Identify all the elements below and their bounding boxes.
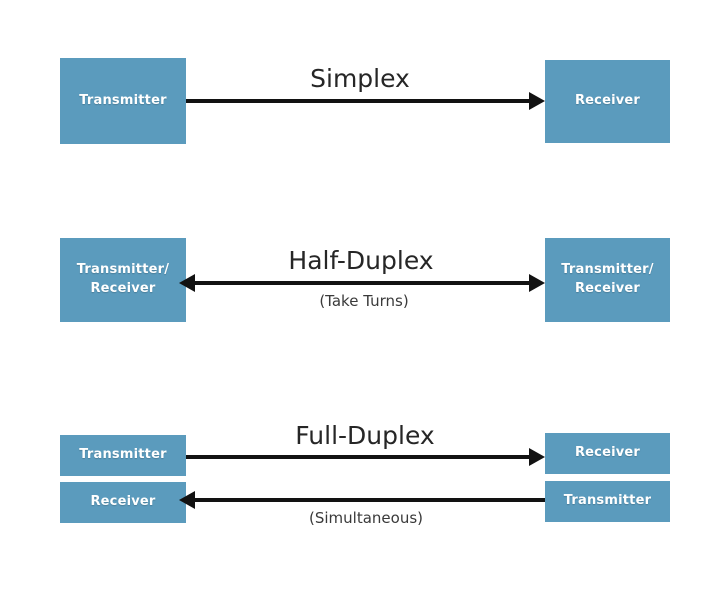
full-duplex-left-receiver-label: Receiver — [90, 494, 156, 510]
half-duplex-title: Half-Duplex — [288, 246, 434, 275]
full-duplex-right-transmitter-box: Transmitter — [545, 481, 670, 522]
simplex-receiver-box: Receiver — [545, 60, 670, 143]
simplex-transmitter-label: Transmitter — [79, 92, 167, 108]
full-duplex-title: Full-Duplex — [295, 421, 435, 450]
simplex-title: Simplex — [310, 64, 410, 93]
full-duplex-forward-arrowhead — [529, 448, 545, 466]
full-duplex-left-transmitter-label: Transmitter — [79, 447, 167, 463]
half-duplex-right-box: Transmitter/ Receiver — [545, 238, 670, 322]
half-duplex-left-box: Transmitter/ Receiver — [60, 238, 186, 322]
full-duplex-subtitle: (Simultaneous) — [309, 509, 423, 527]
half-duplex-right-label-line1: Transmitter/ — [561, 262, 654, 278]
simplex-arrowhead-right — [529, 92, 545, 110]
simplex-receiver-label: Receiver — [574, 93, 641, 109]
half-duplex-subtitle: (Take Turns) — [319, 292, 409, 310]
half-duplex-left-label-line1: Transmitter/ — [76, 262, 170, 278]
half-duplex-arrowhead-right — [529, 274, 545, 292]
half-duplex-connector-line — [192, 281, 531, 285]
full-duplex-forward-line — [186, 455, 531, 459]
full-duplex-right-transmitter-label: Transmitter — [563, 493, 652, 509]
half-duplex-right-label-line2: Receiver — [574, 281, 641, 296]
full-duplex-right-receiver-box: Receiver — [545, 433, 670, 474]
simplex-transmitter-box: Transmitter — [60, 58, 186, 144]
full-duplex-left-receiver-box: Receiver — [60, 482, 186, 523]
full-duplex-reverse-line — [192, 498, 545, 502]
half-duplex-arrowhead-left — [179, 274, 195, 292]
full-duplex-left-transmitter-box: Transmitter — [60, 435, 186, 476]
half-duplex-left-label-line2: Receiver — [90, 281, 156, 296]
full-duplex-reverse-arrowhead — [179, 491, 195, 509]
full-duplex-right-receiver-label: Receiver — [574, 445, 641, 461]
simplex-connector-line — [186, 99, 531, 103]
